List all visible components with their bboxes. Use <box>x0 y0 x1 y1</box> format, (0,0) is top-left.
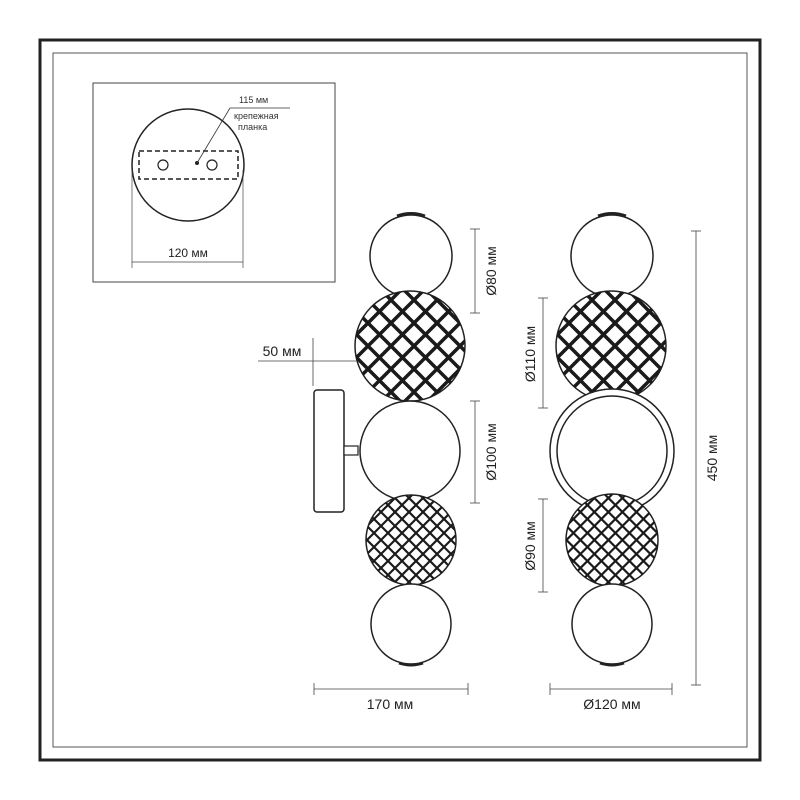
lattice-bar <box>566 494 655 586</box>
lattice-pattern <box>566 494 658 586</box>
bottom-cap <box>599 661 625 667</box>
front-view: Ø110 мм Ø90 мм 450 мм Ø120 мм <box>522 212 720 712</box>
lattice-bar <box>556 291 666 401</box>
plate-name-line1: крепежная <box>234 111 279 121</box>
plate-width-label: 115 мм <box>239 95 268 105</box>
glass-ball-1 <box>369 214 453 298</box>
canopy-diameter-label: 120 мм <box>168 246 208 260</box>
lattice-bar <box>366 495 440 585</box>
lattice-bar <box>566 494 641 586</box>
screw-hole-right <box>206 159 218 171</box>
lattice-pattern <box>366 495 456 585</box>
inner-frame <box>52 52 748 748</box>
lattice-bar <box>366 495 456 585</box>
lattice-bar <box>355 291 465 401</box>
plate-name-line2: планка <box>238 122 267 132</box>
lattice-bar <box>556 291 666 401</box>
lattice-bar <box>366 495 456 585</box>
outer-frame <box>38 38 762 762</box>
glass-ball-5 <box>571 583 653 665</box>
lattice-bar <box>556 291 666 401</box>
glass-ball-3 <box>556 395 668 507</box>
side-width-label: 170 мм <box>367 696 414 712</box>
glass-ball-3 <box>359 400 461 502</box>
wall-mount-plate <box>313 389 345 513</box>
canopy-circle <box>131 108 245 222</box>
side-view: Ø80 мм Ø100 мм 50 мм 170 мм <box>258 212 499 712</box>
ball4-diameter-label: Ø90 мм <box>522 521 538 571</box>
projection-label: 50 мм <box>263 343 302 359</box>
lattice-bar <box>566 494 658 586</box>
lattice-ball-2 <box>555 290 667 402</box>
inset-frame <box>92 82 336 283</box>
ball1-diameter-label: Ø80 мм <box>483 246 499 296</box>
mount-arm <box>343 445 359 456</box>
lattice-bar <box>355 291 465 401</box>
front-width-label: Ø120 мм <box>583 696 640 712</box>
plate-leader-line <box>196 107 231 164</box>
lattice-bar <box>576 494 658 586</box>
top-cap <box>396 212 426 218</box>
top-cap <box>597 212 627 218</box>
ball2-diameter-label: Ø110 мм <box>522 326 538 382</box>
glass-ball-5 <box>370 583 452 665</box>
lattice-bar <box>378 495 456 585</box>
ball3-diameter-label: Ø100 мм <box>483 423 499 480</box>
lattice-bar <box>355 291 465 401</box>
glass-ball-1 <box>570 214 654 298</box>
lattice-bar <box>566 494 658 586</box>
lattice-bar <box>366 495 456 585</box>
lattice-ball-2 <box>354 290 466 402</box>
height-label: 450 мм <box>704 435 720 482</box>
lattice-bar <box>355 291 458 401</box>
lattice-bar <box>571 291 666 401</box>
lattice-bar <box>366 495 456 585</box>
lattice-bar <box>556 291 659 401</box>
inset-canopy-view: 115 мм крепежная планка 120 мм <box>92 82 336 283</box>
lattice-bar <box>566 494 658 586</box>
lattice-bar <box>566 494 658 586</box>
bottom-cap <box>398 661 424 667</box>
lattice-pattern <box>355 291 465 401</box>
lattice-bar <box>366 495 454 585</box>
lattice-bar <box>370 291 465 401</box>
screw-hole-left <box>157 159 169 171</box>
mounting-plate <box>138 150 239 180</box>
lattice-pattern <box>556 291 666 401</box>
